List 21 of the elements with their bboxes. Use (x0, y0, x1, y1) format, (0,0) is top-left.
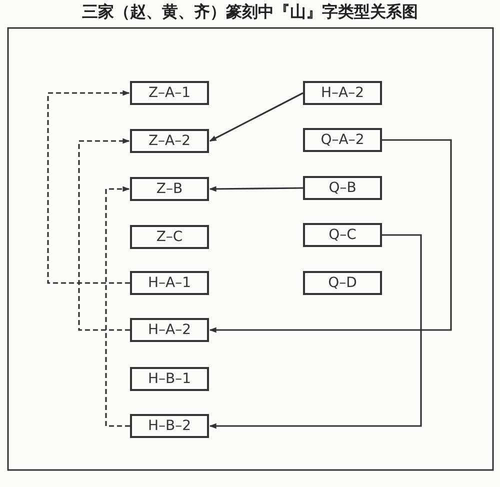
type-box: Z–A–1 (130, 81, 209, 105)
arrow (209, 92, 304, 142)
type-box: Z–A–2 (130, 129, 209, 153)
type-box: Z–C (130, 225, 209, 249)
type-box: H–B–1 (130, 367, 209, 391)
type-box: H–A–2 (303, 81, 382, 105)
type-box: H–A–2 (130, 318, 209, 342)
type-box: Q–A–2 (303, 128, 382, 152)
type-box: Q–D (303, 271, 382, 295)
arrow (209, 139, 452, 333)
type-box: Z–B (130, 177, 209, 201)
arrow (78, 138, 130, 331)
arrow (209, 234, 422, 429)
type-box: H–A–1 (130, 271, 209, 295)
arrow (209, 186, 303, 192)
arrow (47, 90, 130, 284)
arrow (105, 186, 130, 427)
title: 三家（赵、黄、齐）篆刻中『山』字类型关系图 (81, 2, 419, 23)
type-box: H–B–2 (130, 414, 209, 438)
type-box: Q–B (303, 176, 382, 200)
type-box: Q–C (303, 223, 382, 247)
